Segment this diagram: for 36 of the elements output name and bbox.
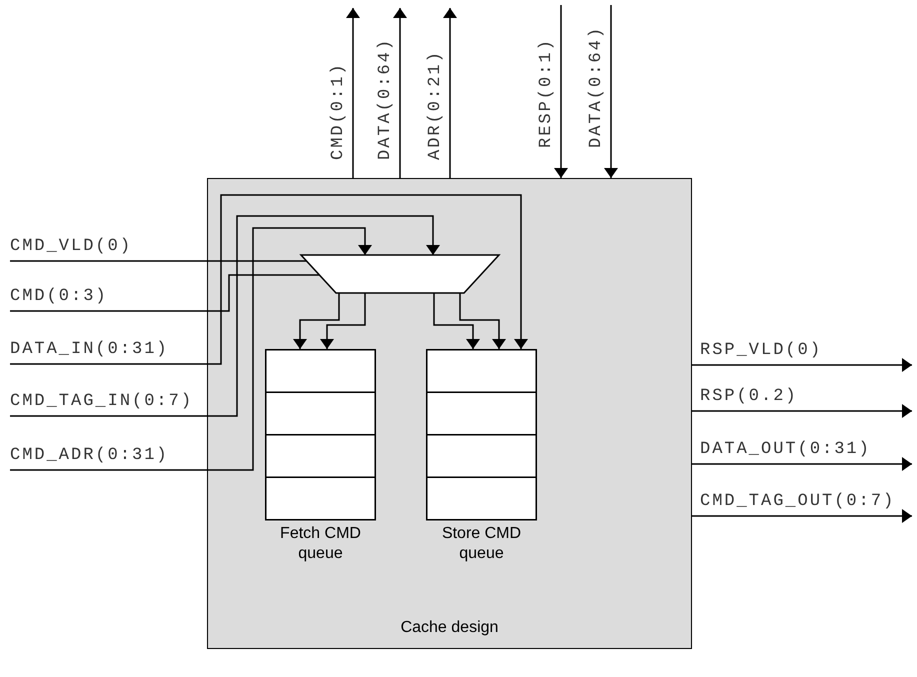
signal-arrow bbox=[293, 293, 340, 349]
signal-label: DATA(0:64) bbox=[376, 38, 396, 160]
signal-label: CMD_VLD(0) bbox=[10, 237, 132, 257]
signal-arrow bbox=[10, 194, 528, 365]
signal-arrow bbox=[393, 8, 407, 178]
signal-label: CMD(0:3) bbox=[10, 287, 108, 307]
signal-label: DATA_OUT(0:31) bbox=[700, 440, 871, 460]
queue-label: Fetch CMD queue bbox=[279, 524, 362, 564]
signal-line bbox=[10, 274, 320, 312]
signal-label: CMD(0:1) bbox=[329, 62, 349, 160]
signal-arrow bbox=[346, 8, 360, 178]
signal-label: CMD_TAG_IN(0:7) bbox=[10, 392, 194, 412]
block-title: Cache design bbox=[400, 618, 500, 638]
signal-arrow bbox=[692, 509, 912, 523]
signal-label: CMD_TAG_OUT(0:7) bbox=[700, 492, 896, 512]
signal-label: DATA_IN(0:31) bbox=[10, 340, 169, 360]
signal-arrow bbox=[10, 227, 372, 471]
cache-block bbox=[207, 178, 692, 649]
signal-label: ADR(0:21) bbox=[426, 50, 446, 160]
signal-label: RSP_VLD(0) bbox=[700, 341, 822, 361]
queue-label: Store CMD queue bbox=[440, 524, 522, 564]
signal-arrow bbox=[320, 293, 366, 349]
signal-label: DATA(0:64) bbox=[587, 26, 607, 148]
signal-arrow bbox=[692, 358, 912, 372]
signal-arrow bbox=[604, 5, 618, 178]
signal-arrow bbox=[692, 404, 912, 418]
signal-arrow bbox=[459, 293, 506, 349]
signal-arrow bbox=[10, 215, 440, 417]
signal-arrow bbox=[443, 8, 457, 178]
signal-line bbox=[10, 260, 307, 262]
signal-label: CMD_ADR(0:31) bbox=[10, 446, 169, 466]
signal-arrow bbox=[433, 293, 480, 349]
signal-arrow bbox=[554, 5, 568, 178]
signal-label: RESP(0:1) bbox=[537, 38, 557, 148]
signal-arrow bbox=[692, 457, 912, 471]
signal-label: RSP(0.2) bbox=[700, 387, 798, 407]
